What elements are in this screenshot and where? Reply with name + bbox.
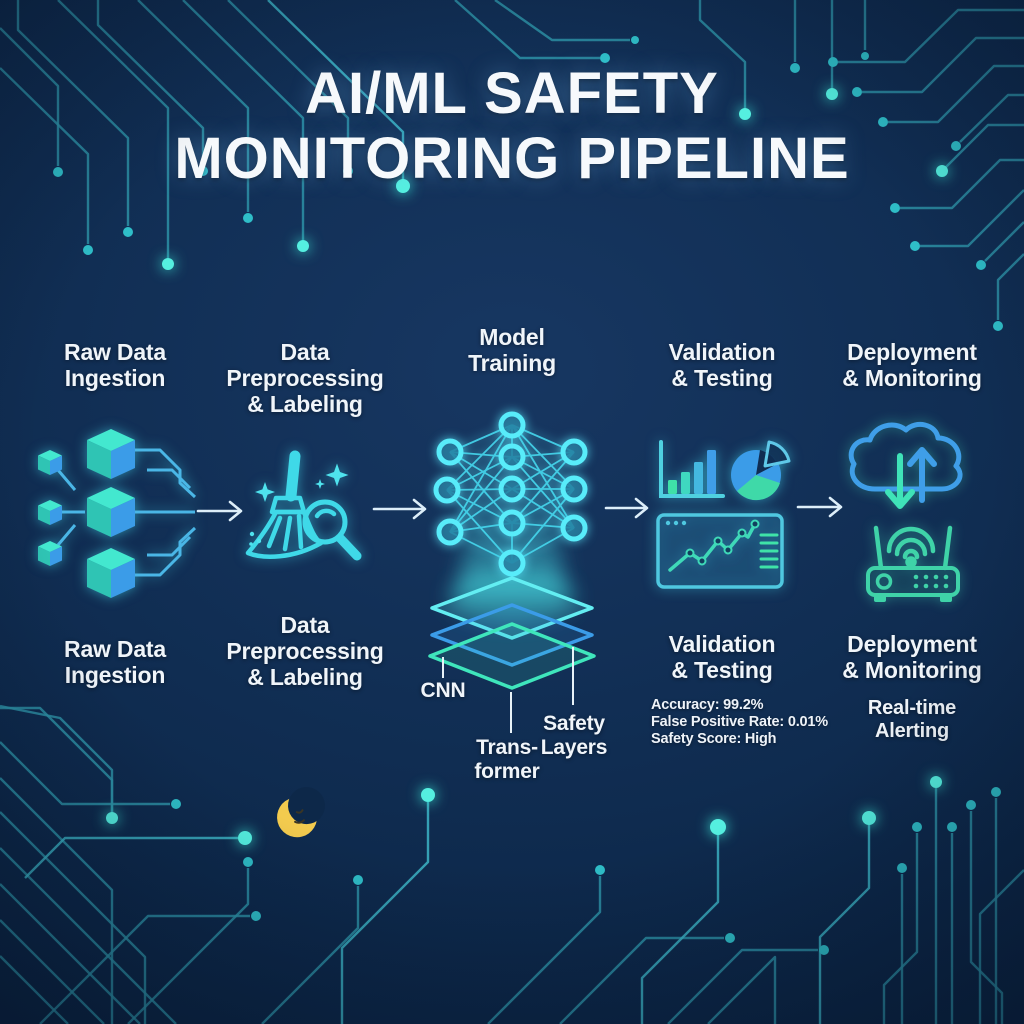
stage-1-top-label: Raw Data Ingestion <box>64 339 166 392</box>
bar-chart-icon <box>659 440 725 498</box>
page-title: AI/ML SAFETY MONITORING PIPELINE <box>0 61 1024 192</box>
pie-chart-icon <box>731 440 791 501</box>
data-flow-lines <box>56 448 197 577</box>
router-icon <box>866 525 960 602</box>
flow-arrow-1 <box>196 500 243 522</box>
stage-5-top-label: Deployment & Monitoring <box>842 339 982 392</box>
cloud-icon <box>848 421 963 492</box>
layer-cnn <box>430 576 594 640</box>
dashboard-window-icon <box>656 513 784 589</box>
metric-accuracy: Accuracy: 99.2% <box>651 697 764 713</box>
page-title-line-2: MONITORING PIPELINE <box>174 125 850 191</box>
stage-4-bottom-label: Validation & Testing <box>668 631 776 684</box>
neural-network-graph <box>433 411 588 577</box>
magnifier-glass <box>302 499 348 545</box>
neural-network-hologram-icon <box>428 411 596 733</box>
callout-safety-layers-label: Safety Layers <box>540 712 608 759</box>
analytics-charts-icon <box>656 440 791 589</box>
data-cubes-icon <box>38 429 197 598</box>
sync-arrows-icon <box>885 447 937 509</box>
wifi-icon <box>886 526 936 554</box>
layer-safety <box>428 622 596 690</box>
stage-3-top-label: Model Training <box>468 324 556 377</box>
circuit-corner-top-right <box>828 8 1024 331</box>
validation-metrics: Accuracy: 99.2% False Positive Rate: 0.0… <box>651 697 851 748</box>
flow-arrow-2 <box>372 498 427 520</box>
cloud-router-icon <box>848 421 963 602</box>
moon-eye <box>295 809 304 814</box>
metric-false-positive-rate: False Positive Rate: 0.01% <box>651 714 828 731</box>
cleaning-broom-magnifier-icon <box>245 450 362 561</box>
page-title-line-1: AI/ML SAFETY <box>305 61 719 126</box>
circuit-corner-bottom-left <box>0 704 735 1024</box>
layer-transformer <box>430 603 594 667</box>
broom-handle <box>285 450 301 502</box>
realtime-alerting-label: Real-time Alerting <box>867 697 957 742</box>
sparkles <box>249 463 349 546</box>
moon-smile <box>294 819 305 824</box>
circuit-corner-bottom-right <box>667 776 1024 1024</box>
layer-callout-lines <box>442 647 574 733</box>
flow-arrow-3 <box>604 497 649 519</box>
stage-1-bottom-label: Raw Data Ingestion <box>64 636 166 689</box>
circuit-corner-top-left <box>0 0 869 270</box>
list-lines <box>759 533 779 569</box>
stage-5-bottom-label: Deployment & Monitoring <box>842 631 982 684</box>
broom-head <box>245 509 324 559</box>
stage-4-top-label: Validation & Testing <box>668 339 776 392</box>
callout-cnn-label: CNN <box>420 679 466 702</box>
stage-2-bottom-label: Data Preprocessing & Labeling <box>226 612 384 691</box>
crescent-moon-icon <box>277 787 325 838</box>
flow-arrow-4 <box>796 496 843 518</box>
metric-safety-score: Safety Score: High <box>651 731 777 748</box>
stage-2-top-label: Data Preprocessing & Labeling <box>226 339 384 418</box>
callout-transformer-label: Trans- former <box>474 736 540 783</box>
model-layers <box>428 576 596 690</box>
magnifier-handle <box>335 533 362 561</box>
